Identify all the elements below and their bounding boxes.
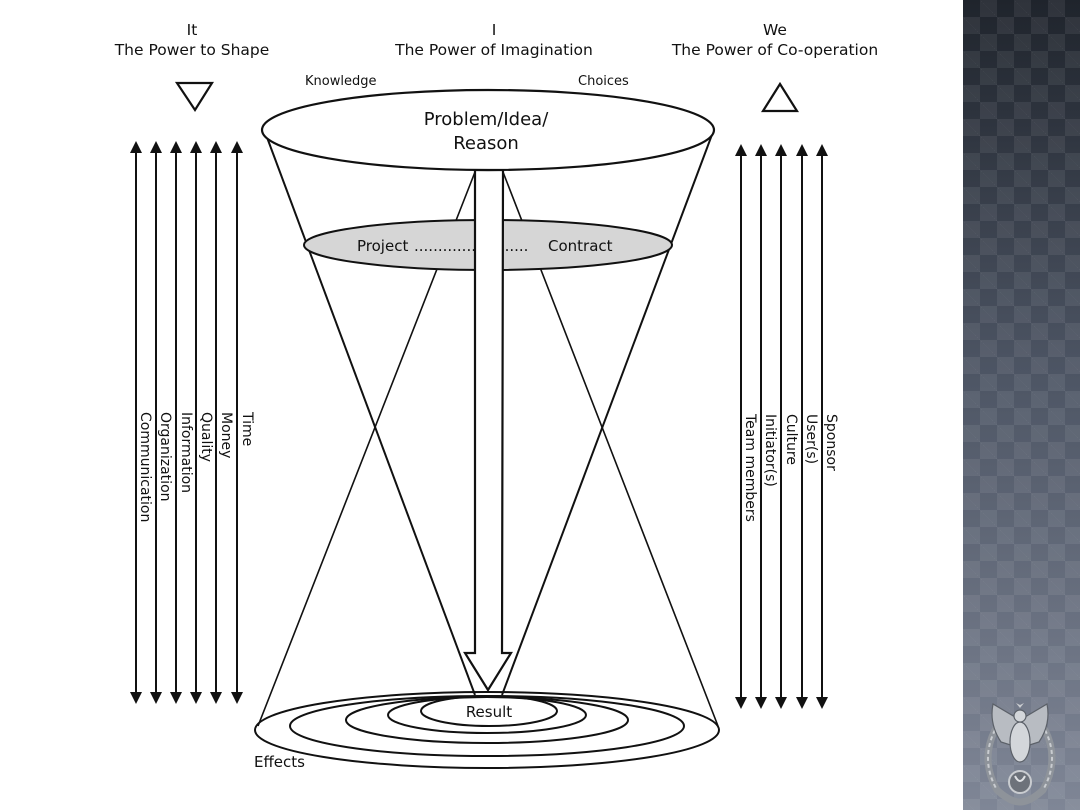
left-axis-label: Organization bbox=[157, 412, 173, 502]
effects-label: Effects bbox=[254, 753, 305, 771]
effects-ring-outer bbox=[254, 691, 720, 769]
eagle-emblem bbox=[984, 703, 1056, 806]
right-axis-label: Initiator(s) bbox=[762, 414, 778, 487]
project-label: Project bbox=[357, 237, 408, 255]
right-axis-label: Culture bbox=[783, 414, 799, 465]
left-axis-label: Money bbox=[218, 412, 234, 458]
left-axis-label: Time bbox=[239, 411, 255, 446]
right-axis-label: Team members bbox=[742, 413, 758, 522]
header-left-pronoun: It bbox=[187, 21, 198, 39]
central-down-arrow bbox=[463, 168, 513, 693]
result-ellipse bbox=[420, 695, 558, 727]
side-panel bbox=[963, 0, 1080, 810]
result-label: Result bbox=[466, 703, 512, 721]
right-axis-label: User(s) bbox=[803, 414, 819, 464]
right-axis-label: Sponsor bbox=[823, 414, 839, 471]
left-axes: Time Money Quality Information Organizat… bbox=[130, 141, 255, 704]
header-right-subtitle: The Power of Co-operation bbox=[671, 41, 878, 59]
top-label-line2: Reason bbox=[453, 133, 519, 154]
triangle-up-icon bbox=[761, 81, 799, 113]
cone-left-edge bbox=[264, 131, 476, 696]
contract-label: Contract bbox=[548, 237, 613, 255]
left-axis-label: Information bbox=[178, 412, 194, 493]
header-center-subtitle: The Power of Imagination bbox=[394, 41, 593, 59]
project-funnel-diagram: It The Power to Shape I The Power of Ima… bbox=[114, 21, 878, 771]
header-center-pronoun: I bbox=[492, 21, 497, 39]
choices-label: Choices bbox=[578, 74, 629, 89]
right-axes: Sponsor User(s) Culture Initiator(s) Tea… bbox=[735, 144, 839, 709]
header-left-subtitle: The Power to Shape bbox=[114, 41, 270, 59]
top-label-line1: Problem/Idea/ bbox=[424, 109, 549, 130]
left-axis-label: Communication bbox=[137, 412, 153, 522]
knowledge-label: Knowledge bbox=[305, 74, 376, 89]
triangle-down-icon bbox=[174, 81, 214, 113]
left-axis-label: Quality bbox=[198, 412, 214, 462]
problem-idea-ellipse bbox=[260, 88, 716, 172]
header-right-pronoun: We bbox=[763, 21, 787, 39]
project-dots: ........................ bbox=[414, 237, 528, 255]
cone-right-edge bbox=[501, 131, 714, 696]
